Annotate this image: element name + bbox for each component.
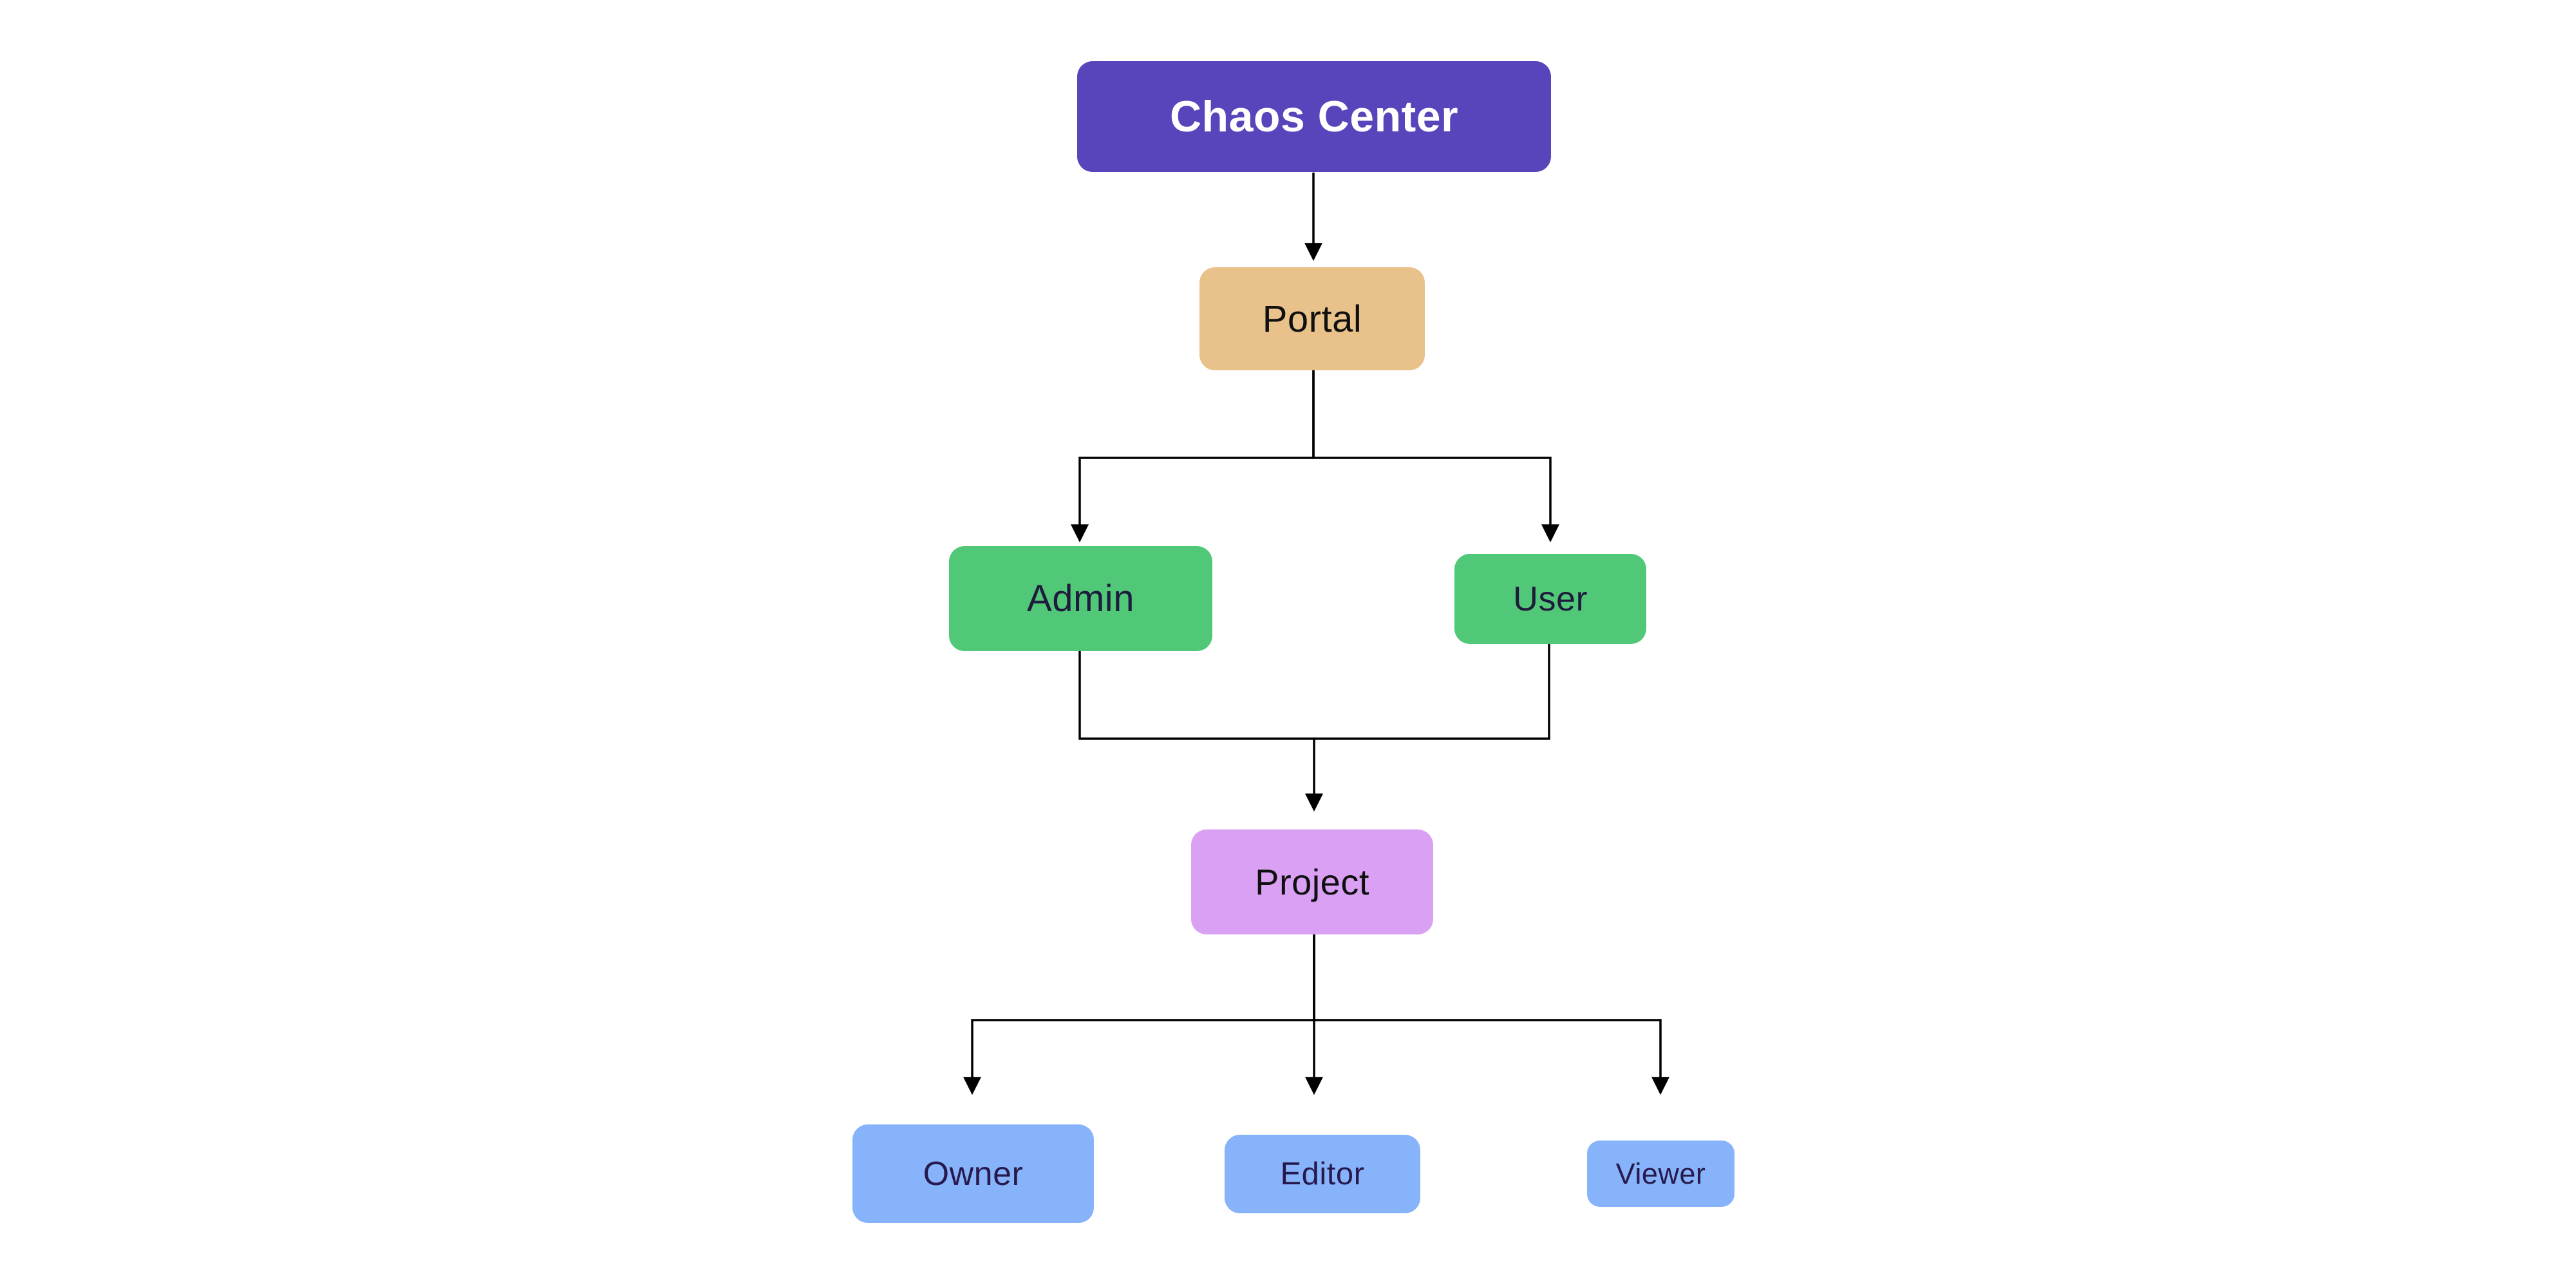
- node-project-label: Project: [1255, 862, 1369, 902]
- node-owner-label: Owner: [923, 1155, 1024, 1193]
- node-project: Project: [1191, 829, 1433, 934]
- edge-project-to-owner: [963, 934, 1315, 1095]
- node-owner: Owner: [852, 1124, 1094, 1223]
- node-admin: Admin: [949, 546, 1212, 651]
- node-viewer-label: Viewer: [1615, 1157, 1706, 1190]
- node-portal-label: Portal: [1262, 298, 1362, 340]
- node-editor: Editor: [1225, 1135, 1420, 1213]
- node-user-label: User: [1512, 580, 1588, 618]
- node-admin-label: Admin: [1027, 578, 1134, 620]
- edge-project-to-viewer: [1313, 934, 1669, 1095]
- node-viewer: Viewer: [1587, 1141, 1735, 1207]
- edge-portal-to-user: [1312, 370, 1559, 543]
- edge-admin-to-join: [1078, 651, 1314, 740]
- edge-portal-to-admin: [1071, 370, 1315, 543]
- node-user: User: [1454, 554, 1646, 644]
- edge-user-to-join: [1314, 644, 1550, 740]
- node-editor-label: Editor: [1280, 1157, 1365, 1191]
- node-chaos-center-label: Chaos Center: [1169, 92, 1459, 141]
- node-portal: Portal: [1199, 267, 1425, 370]
- node-chaos-center: Chaos Center: [1077, 61, 1551, 172]
